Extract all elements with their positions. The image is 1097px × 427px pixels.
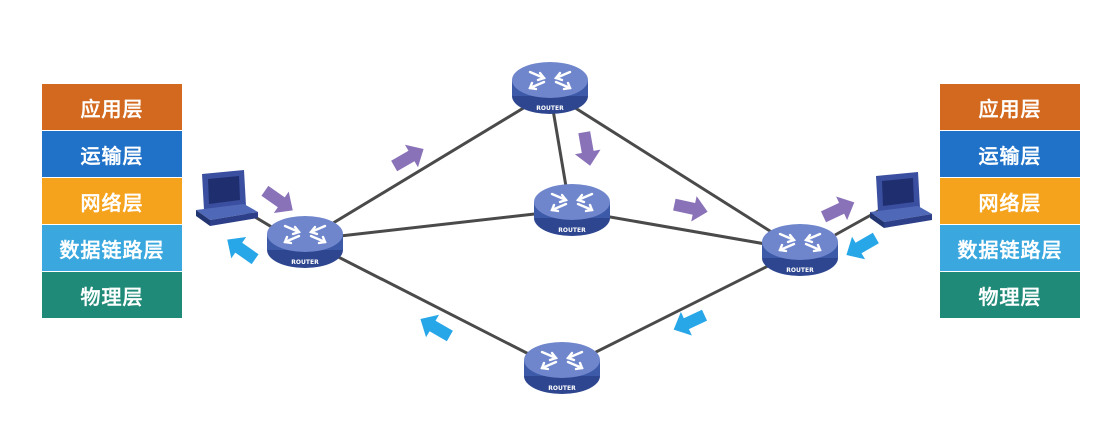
- arrow-return-host-left: [219, 229, 263, 270]
- right-layer-physical: 物理层: [940, 272, 1080, 318]
- computer-icon: [870, 172, 932, 228]
- network-links: [234, 90, 881, 372]
- router-label: ROUTER: [548, 385, 576, 392]
- right-layer-application: 应用层: [940, 84, 1080, 130]
- link-bottom-right: [559, 248, 801, 372]
- router-right: ROUTER: [760, 222, 840, 278]
- link-top-right: [549, 90, 801, 252]
- computer-icon: [196, 170, 258, 226]
- left-protocol-stack: 应用层 运输层 网络层 数据链路层 物理层: [42, 84, 182, 319]
- router-middle: ROUTER: [532, 182, 612, 238]
- router-label: ROUTER: [536, 105, 564, 112]
- router-bottom: ROUTER: [522, 340, 602, 396]
- arrow-return-right-bottom: [668, 303, 710, 342]
- link-left-middle: [304, 208, 571, 242]
- arrow-return-host-right: [839, 226, 883, 267]
- left-layer-network: 网络层: [42, 178, 182, 224]
- arrow-out-middle-right: [671, 191, 711, 225]
- router-label: ROUTER: [558, 227, 586, 234]
- arrow-out-left-top: [387, 137, 431, 178]
- left-layer-physical: 物理层: [42, 272, 182, 318]
- left-layer-transport: 运输层: [42, 131, 182, 177]
- right-layer-network: 网络层: [940, 178, 1080, 224]
- host-left: [196, 170, 258, 226]
- arrow-out-host-left: [257, 180, 301, 221]
- host-right: [870, 172, 932, 228]
- router-top: ROUTER: [510, 60, 590, 116]
- right-layer-datalink: 数据链路层: [940, 225, 1080, 271]
- arrow-out-top-middle: [571, 129, 603, 168]
- router-label: ROUTER: [291, 259, 319, 266]
- right-protocol-stack: 应用层 运输层 网络层 数据链路层 物理层: [940, 84, 1080, 319]
- arrow-out-right-host: [818, 190, 860, 229]
- left-layer-application: 应用层: [42, 84, 182, 130]
- link-left-top: [304, 90, 551, 242]
- right-layer-transport: 运输层: [940, 131, 1080, 177]
- router-label: ROUTER: [786, 267, 814, 274]
- link-left-bottom: [304, 238, 561, 372]
- router-left: ROUTER: [265, 214, 345, 270]
- left-layer-datalink: 数据链路层: [42, 225, 182, 271]
